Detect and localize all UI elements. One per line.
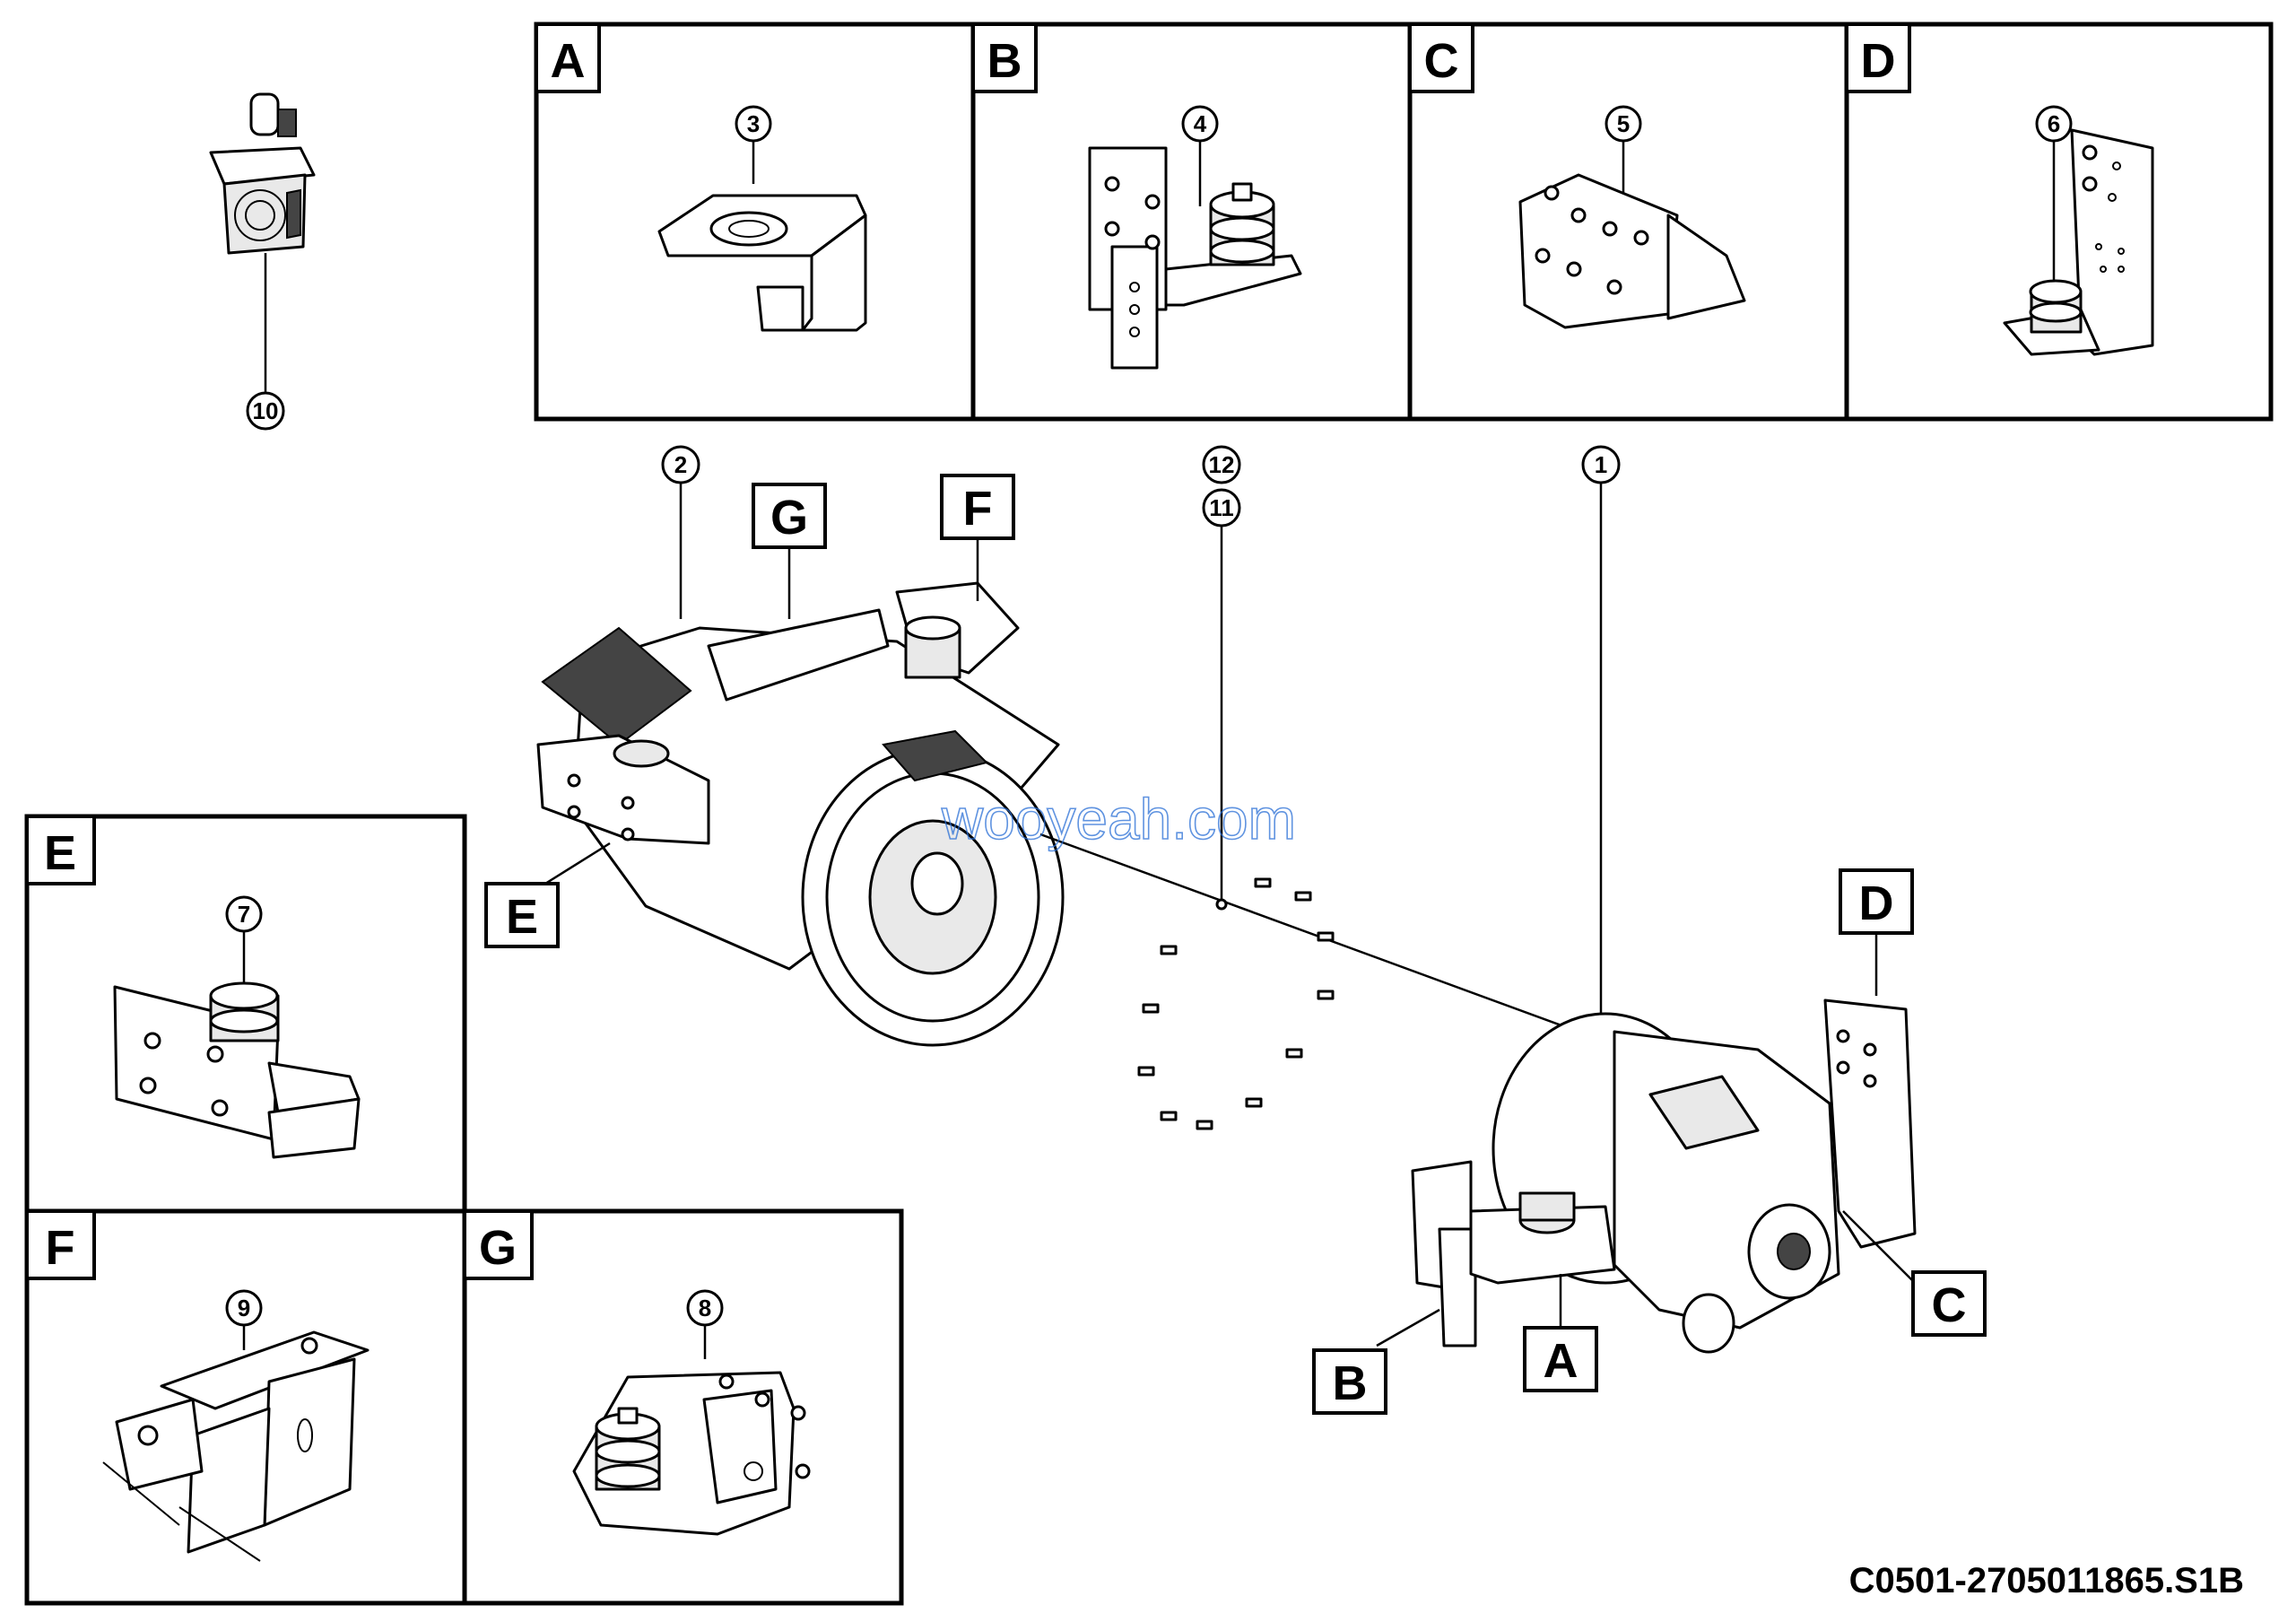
callout-7: 7: [238, 901, 250, 928]
bracket-part-6: [2003, 128, 2154, 356]
panel-tag-a: A: [551, 34, 586, 88]
drawing-code: C0501-2705011865.S1B: [1849, 1561, 2244, 1600]
bracket-part-3: [657, 194, 867, 332]
bracket-part-7: [113, 981, 361, 1159]
main-tag-c: C: [1932, 1278, 1967, 1332]
panel-tag-f: F: [46, 1221, 75, 1275]
bracket-part-5: [1518, 173, 1746, 329]
panel-tag-c: C: [1424, 34, 1459, 88]
detail-panel-b: B 4: [970, 22, 1413, 422]
bolt-set: 12 11: [1039, 445, 1579, 1130]
main-tag-f: F: [963, 482, 993, 536]
main-tag-a: A: [1544, 1334, 1578, 1388]
panel-tag-g: G: [479, 1221, 517, 1275]
bracket-part-8: [572, 1371, 811, 1536]
panel-tag-b: B: [987, 34, 1022, 88]
main-tag-b: B: [1333, 1356, 1368, 1410]
detail-panel-e: E 7: [24, 814, 467, 1214]
callout-11: 11: [1209, 494, 1234, 521]
detail-panel-c: C 5: [1407, 22, 1849, 422]
callout-6: 6: [2048, 110, 2060, 137]
callout-3: 3: [747, 110, 760, 137]
bolt-icons: [1137, 877, 1335, 1130]
detail-panel-g: G 8: [462, 1208, 904, 1606]
callout-4: 4: [1194, 110, 1207, 137]
callout-8: 8: [699, 1295, 711, 1321]
main-tag-d: D: [1859, 876, 1894, 930]
callout-10: 10: [253, 397, 279, 424]
callout-1: 1: [1595, 451, 1607, 478]
detail-panel-a: A 3: [534, 22, 976, 422]
bracket-part-9: [102, 1330, 370, 1562]
detail-panel-d: D 6: [1844, 22, 2274, 422]
callout-5: 5: [1617, 110, 1630, 137]
gearbox-assembly: 1 D C A B: [1312, 445, 1987, 1415]
electric-motor-assembly: 2 G F E: [484, 445, 1065, 1047]
callout-12: 12: [1209, 451, 1235, 478]
callout-9: 9: [238, 1295, 250, 1321]
main-tag-g: G: [770, 491, 808, 545]
callout-2: 2: [674, 451, 687, 478]
panel-tag-d: D: [1861, 34, 1896, 88]
panel-tag-e: E: [44, 826, 76, 880]
shift-lever-assembly: 10: [209, 92, 316, 431]
bracket-part-4: [1088, 146, 1302, 370]
watermark: wooyeah.com: [941, 787, 1296, 851]
detail-panel-f: F 9: [24, 1208, 467, 1606]
main-tag-e: E: [506, 890, 538, 944]
